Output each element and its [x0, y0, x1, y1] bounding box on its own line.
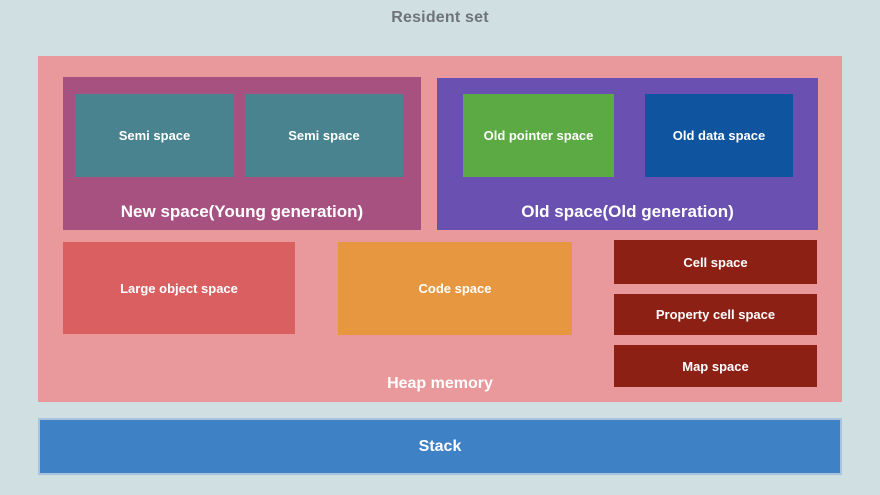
old-space-label: Old space(Old generation)	[521, 202, 734, 221]
semi-space-label: Semi space	[118, 128, 191, 143]
cell-space-label: Cell space	[683, 254, 748, 270]
property-cell-space-label: Property cell space	[655, 307, 776, 322]
large-object-space-box: Large object space	[63, 242, 295, 334]
code-space-label: Code space	[418, 281, 492, 296]
old-space-box: Old pointer space Old data space Old spa…	[437, 78, 818, 230]
old-pointer-space-label: Old pointer space	[483, 128, 594, 143]
heap-memory-box: Semi space Semi space New space(Young ge…	[38, 56, 842, 402]
old-data-space-label: Old data space	[672, 128, 766, 143]
new-space-label: New space(Young generation)	[120, 202, 364, 221]
stack-label: Stack	[418, 437, 462, 455]
heap-memory-label: Heap memory	[387, 375, 493, 392]
map-space-box: Map space	[614, 345, 817, 387]
map-space-label: Map space	[682, 358, 749, 374]
stack-box: Stack	[38, 418, 842, 475]
semi-space-box: Semi space	[75, 94, 234, 177]
large-object-space-label: Large object space	[120, 280, 238, 296]
semi-space-box: Semi space	[245, 94, 403, 177]
page-title: Resident set	[391, 9, 489, 26]
semi-space-label: Semi space	[288, 128, 360, 143]
old-data-space-box: Old data space	[645, 94, 793, 177]
cell-space-box: Cell space	[614, 240, 817, 284]
property-cell-space-box: Property cell space	[614, 294, 817, 335]
code-space-box: Code space	[338, 242, 572, 335]
new-space-box: Semi space Semi space New space(Young ge…	[63, 77, 421, 230]
old-pointer-space-box: Old pointer space	[463, 94, 614, 177]
